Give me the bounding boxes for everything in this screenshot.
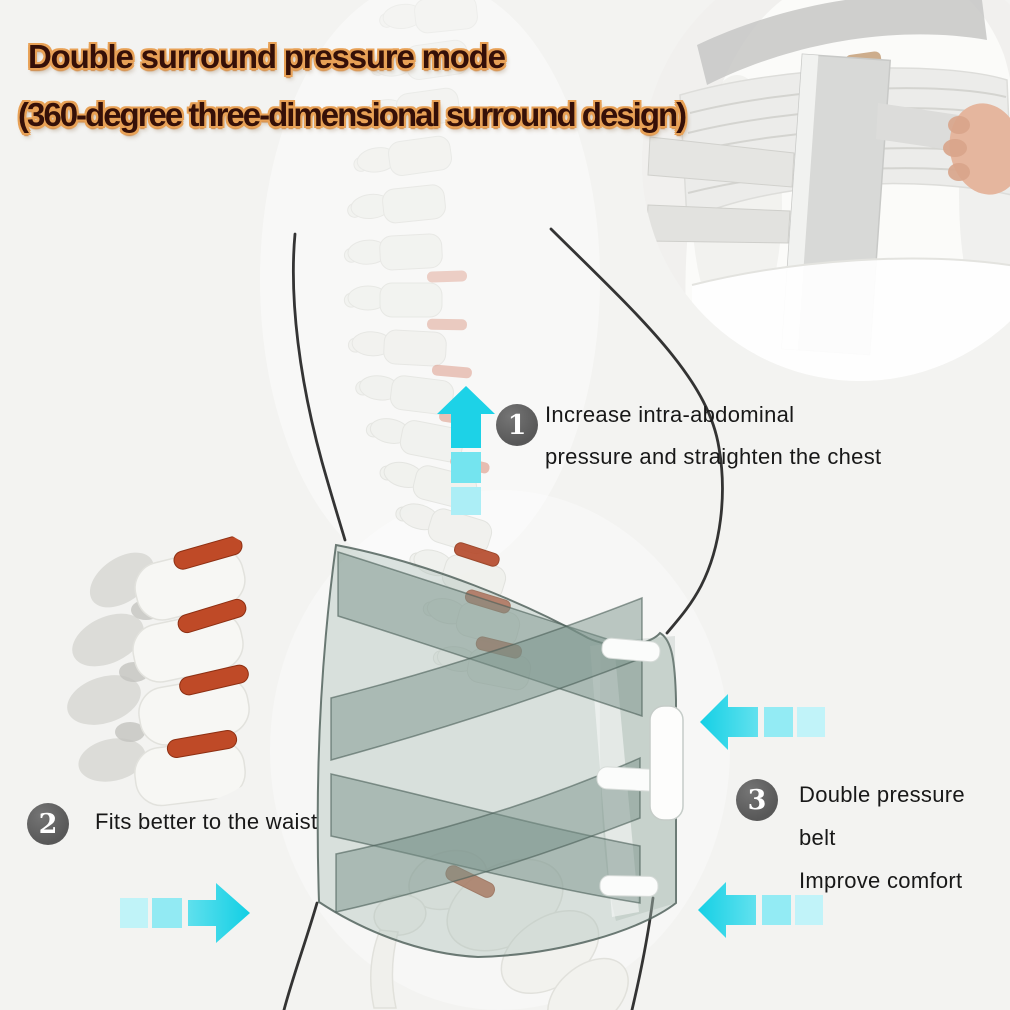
right-arrow-icon <box>120 883 250 943</box>
lumbar-discs <box>454 542 522 659</box>
step-badge-1: 1 <box>496 404 538 446</box>
waistband <box>692 258 1010 381</box>
disc <box>173 536 243 570</box>
disc <box>179 664 249 696</box>
annotation-3-line-1: Double pressure <box>799 782 965 807</box>
brace-strap <box>335 756 641 913</box>
pull-strap-upper <box>647 136 795 188</box>
page-title-line-2: (360-degree three-dimensional surround d… <box>18 96 687 133</box>
annotation-1-line-2: pressure and straighten the chest <box>545 444 882 469</box>
body-outline-curves <box>282 227 724 1010</box>
shoulder-strap <box>697 0 987 85</box>
step-badge-2: 2 <box>27 803 69 845</box>
left-arrow-icon <box>698 882 823 938</box>
back-brace-photo-graphic <box>642 0 1010 381</box>
disc <box>177 598 247 634</box>
annotation-2-line-1: Fits better to the waist <box>95 809 318 834</box>
page-title-line-1: Double surround pressure mode <box>28 38 506 75</box>
pulling-hand <box>943 103 1010 195</box>
disc <box>166 729 238 759</box>
lumbar-brace-graphic <box>316 543 684 959</box>
step-badge-3: 3 <box>736 779 778 821</box>
brace-strap <box>337 550 643 718</box>
sacrum-graphic <box>369 849 629 1010</box>
brace-strap <box>330 773 641 904</box>
product-photo-inset <box>642 0 1010 381</box>
up-arrow-icon <box>437 386 495 515</box>
left-arrow-icon <box>700 694 825 750</box>
strap-buckle <box>649 705 684 821</box>
annotation-3-line-2: belt <box>799 825 836 850</box>
spine-closeup-inset <box>22 520 310 808</box>
annotation-1-line-1: Increase intra-abdominal <box>545 402 795 427</box>
spine-discs-closeup-graphic <box>67 536 250 807</box>
annotation-3-line-3: Improve comfort <box>799 868 963 893</box>
